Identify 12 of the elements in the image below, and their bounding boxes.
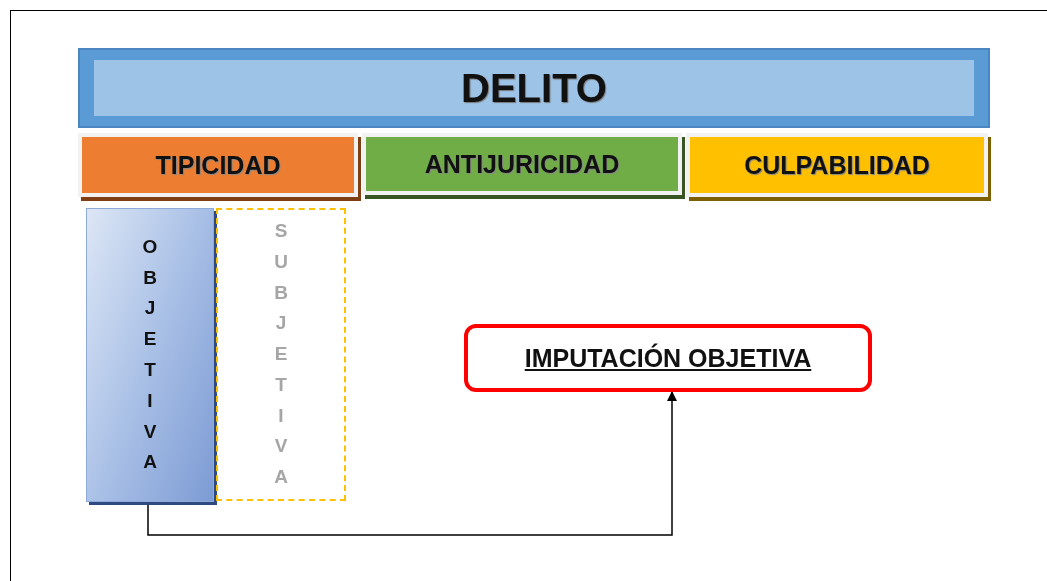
dashed-column-box bbox=[216, 208, 346, 501]
box-label: IMPUTACIÓN OBJETIVA bbox=[524, 343, 812, 373]
vertical-label: OBJETIVA bbox=[142, 234, 158, 475]
box-label: CULPABILIDAD bbox=[744, 150, 930, 180]
box-label: TIPICIDAD bbox=[155, 150, 281, 180]
vertical-column-box bbox=[86, 208, 214, 502]
highlight-box bbox=[464, 324, 872, 392]
vertical-label: SUBJETIVA bbox=[273, 219, 289, 490]
title-text: DELITO bbox=[461, 65, 607, 111]
elbow-arrow bbox=[147, 391, 677, 536]
title-banner bbox=[78, 48, 990, 128]
box-label: ANTIJURICIDAD bbox=[424, 149, 620, 179]
